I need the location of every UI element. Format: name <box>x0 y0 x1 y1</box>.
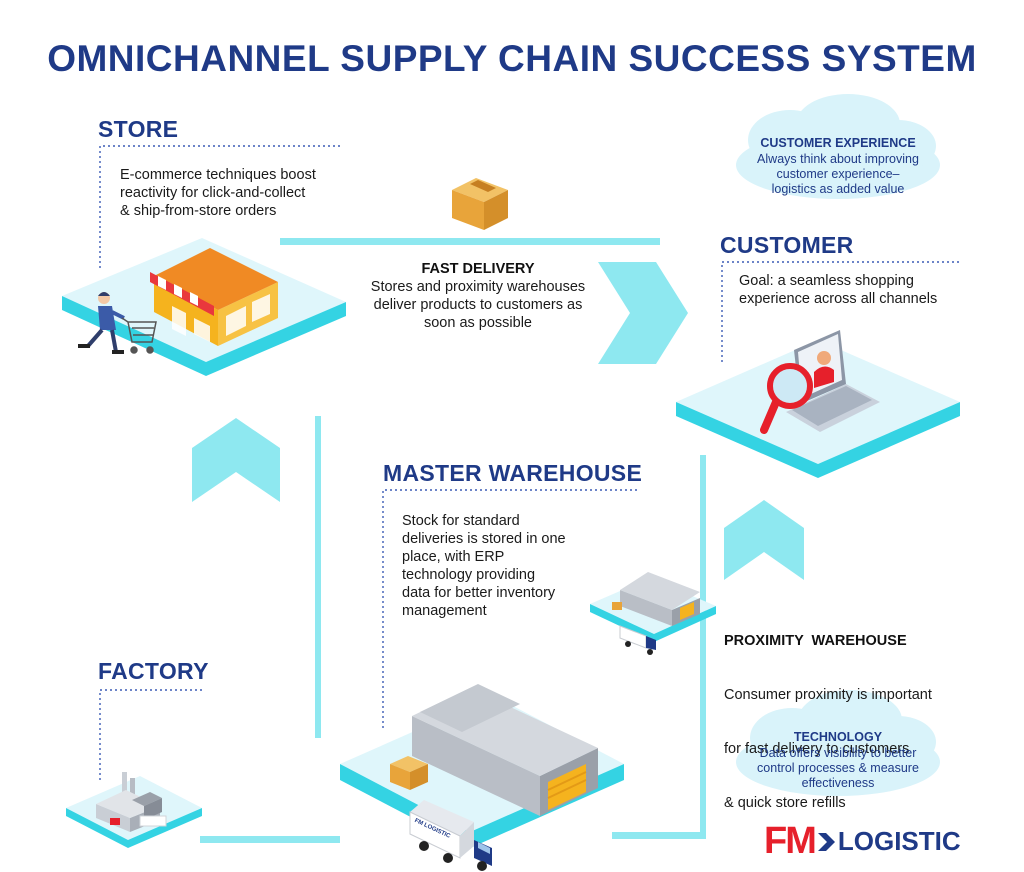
parcel-box-icon <box>452 178 508 230</box>
store-text-line: reactivity for click-and-collect <box>120 185 306 201</box>
fast-delivery-line: deliver products to customers as <box>373 297 583 313</box>
technology-note: TECHNOLOGY Data offers visibility to bet… <box>740 730 936 791</box>
connector-store-customer <box>280 238 660 245</box>
pallet-boxes-icon <box>390 756 428 790</box>
store-text-line: E-commerce techniques boost <box>120 167 316 183</box>
connector-customer-proximity <box>700 455 706 838</box>
customer-experience-line: customer experience– <box>776 167 900 181</box>
fast-delivery-line: soon as possible <box>423 315 532 331</box>
magnifier-icon <box>760 363 813 434</box>
factory-label: FACTORY <box>98 658 209 684</box>
store-label: STORE <box>98 116 179 142</box>
logo-fm: FM <box>764 820 817 862</box>
master-warehouse-icon <box>412 684 598 816</box>
customer-description: Goal: a seamless shopping experience acr… <box>739 272 937 308</box>
shopper-icon <box>78 292 125 354</box>
technology-line: effectiveness <box>801 776 875 790</box>
proximity-warehouse-line: & quick store refills <box>724 795 846 811</box>
proximity-warehouse-line: Consumer proximity is important <box>724 687 932 703</box>
fm-logistic-logo: FM LOGISTIC <box>764 820 961 863</box>
connector-store-factory <box>315 416 321 738</box>
master-warehouse-line: management <box>402 603 487 619</box>
master-warehouse-line: deliveries is stored in one <box>402 531 566 547</box>
store-text-line: & ship-from-store orders <box>120 203 277 219</box>
customer-label: CUSTOMER <box>720 232 854 258</box>
store-icon <box>150 248 278 346</box>
connector-master-proximity <box>612 832 706 839</box>
cloud-technology <box>736 690 940 796</box>
customer-experience-title: CUSTOMER EXPERIENCE <box>760 136 916 150</box>
arrow-up-icon <box>724 500 804 580</box>
logo-chevron-icon <box>817 832 835 851</box>
master-warehouse-line: technology providing <box>402 567 536 583</box>
master-warehouse-line: Stock for standard <box>402 513 520 529</box>
dotted-leaders <box>99 145 960 780</box>
master-warehouse-description: Stock for standard deliveries is stored … <box>402 512 566 620</box>
logo-logistic: LOGISTIC <box>837 826 961 856</box>
shopping-cart-icon <box>121 317 157 354</box>
customer-text-line: experience across all channels <box>739 291 938 307</box>
fast-delivery-title: FAST DELIVERY <box>421 261 535 277</box>
proximity-warehouse-line: for fast delivery to customers <box>724 741 910 757</box>
proximity-warehouse-icon <box>612 572 700 626</box>
customer-experience-line: logistics as added value <box>771 182 905 196</box>
technology-line: Data offers visibility to better <box>759 746 917 760</box>
flow-connectors <box>200 238 706 843</box>
proximity-warehouse-title: PROXIMITY WAREHOUSE <box>724 633 907 649</box>
customer-experience-line: Always think about improving <box>757 152 919 166</box>
store-description: E-commerce techniques boost reactivity f… <box>120 166 316 220</box>
small-truck-icon <box>619 625 656 655</box>
fast-delivery-note: FAST DELIVERY Stores and proximity wareh… <box>352 260 604 332</box>
factory-icon <box>96 772 167 832</box>
connector-factory-master <box>200 836 340 843</box>
customer-experience-note: CUSTOMER EXPERIENCE Always think about i… <box>740 136 936 197</box>
delivery-truck-icon <box>409 800 492 871</box>
cloud-customer-experience <box>736 94 940 199</box>
fast-delivery-line: Stores and proximity warehouses <box>370 279 586 295</box>
arrow-up-icon <box>192 418 280 502</box>
arrow-right-icon <box>598 262 688 364</box>
proximity-warehouse-note: PROXIMITY WAREHOUSE Consumer proximity i… <box>724 596 932 830</box>
technology-title: TECHNOLOGY <box>793 730 883 744</box>
page-title: OMNICHANNEL SUPPLY CHAIN SUCCESS SYSTEM <box>47 38 977 79</box>
customer-text-line: Goal: a seamless shopping <box>739 273 914 289</box>
master-warehouse-line: place, with ERP <box>402 549 505 565</box>
technology-line: control processes & measure <box>757 761 919 775</box>
master-warehouse-label: MASTER WAREHOUSE <box>383 460 643 486</box>
master-warehouse-line: data for better inventory <box>402 585 556 601</box>
